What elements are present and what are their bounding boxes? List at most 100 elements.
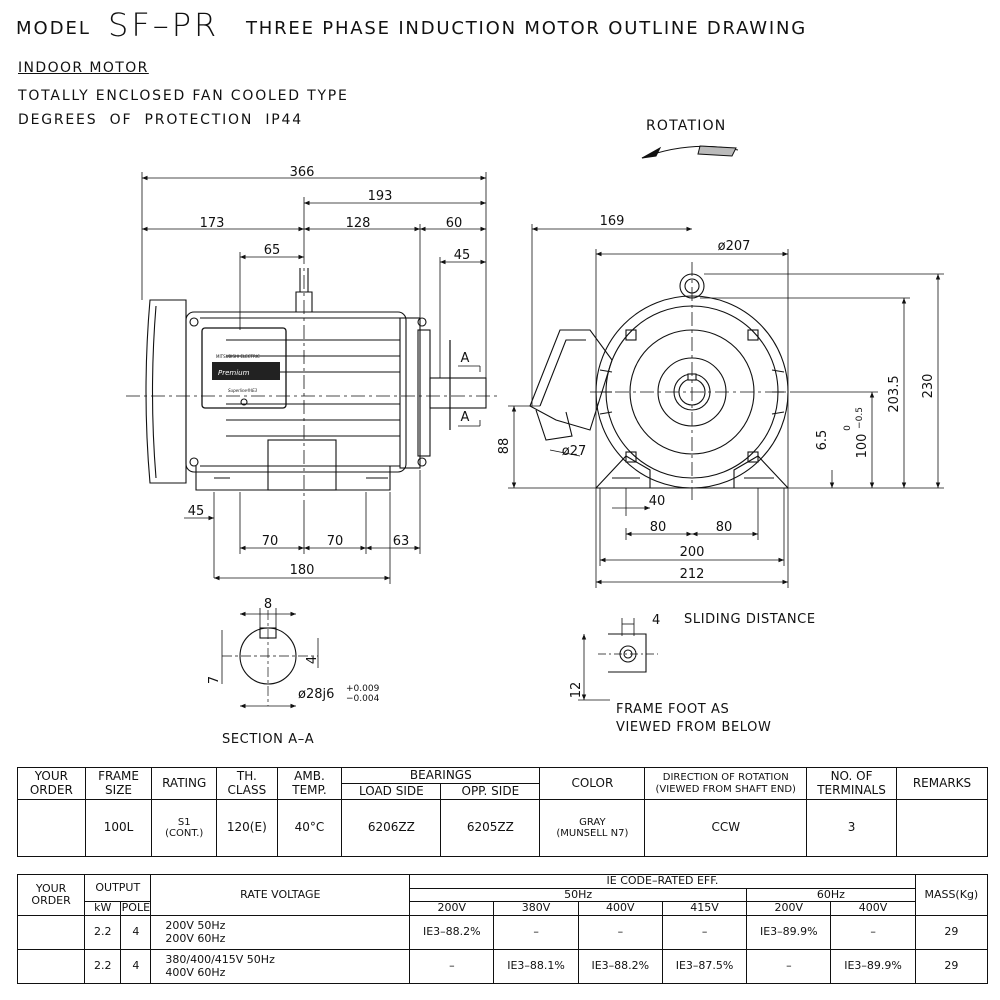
dim-100-tol-lower: −0.5 [855, 407, 865, 429]
dim-230: 230 [921, 374, 936, 399]
rate-hdr-output: OUTPUT [84, 873, 152, 903]
hdr-direction: DIRECTION OF ROTATION(VIEWED FROM SHAFT … [644, 767, 808, 800]
dim-70a: 70 [262, 534, 279, 549]
rate-hdr-voltage: RATE VOLTAGE [150, 873, 411, 917]
dim-65: 65 [264, 243, 281, 258]
dim-180: 180 [290, 563, 315, 578]
hdr-rating: RATING [151, 767, 218, 800]
dim-200: 200 [680, 545, 705, 560]
slide-12: 12 [569, 682, 584, 699]
hdr-color: COLOR [539, 767, 646, 800]
cell-amb-temp: 40°C [276, 799, 343, 857]
side-view [126, 250, 500, 500]
rate-hdr-ie-code: IE CODE–RATED EFF. [409, 874, 916, 889]
dim-40: 40 [649, 494, 666, 509]
rate-hdr-50-200v: 200V [409, 901, 495, 917]
drawing-title: THREE PHASE INDUCTION MOTOR OUTLINE DRAW… [246, 18, 807, 39]
dim-6-5: 6.5 [815, 430, 830, 451]
hdr-bearings: BEARINGS [341, 767, 541, 784]
rate-row-2-order [16, 949, 86, 984]
dim-207: ø207 [718, 239, 751, 254]
rate-hdr-60hz: 60Hz [746, 887, 916, 903]
dim-80b: 80 [716, 520, 733, 535]
section-mark-bottom: A [461, 410, 470, 425]
rate-row-2-eff50-200: – [409, 949, 495, 984]
slide-4: 4 [652, 613, 660, 628]
section-label: SECTION A–A [222, 732, 315, 747]
cell-your-order [17, 799, 86, 857]
rate-hdr-50hz: 50Hz [409, 887, 748, 903]
dim-27: ø27 [562, 444, 587, 459]
rate-hdr-50-380v: 380V [493, 901, 579, 917]
dim-212: 212 [680, 567, 705, 582]
cell-opp-side: 6205ZZ [440, 799, 541, 857]
dim-88: 88 [497, 438, 512, 455]
cell-th-class: 120(E) [216, 799, 278, 857]
cell-rating: S1(CONT.) [151, 799, 218, 857]
rate-row-1-order [16, 915, 86, 951]
dim-193: 193 [368, 189, 393, 204]
dim-100-tol-upper: 0 [843, 425, 853, 431]
indoor-label: INDOOR MOTOR [18, 60, 149, 76]
dim-70b: 70 [327, 534, 344, 549]
dim-128: 128 [346, 216, 371, 231]
side-dimensions [141, 172, 487, 584]
hdr-th-class: TH.CLASS [216, 767, 278, 800]
rate-row-1-eff50-415: – [661, 915, 748, 951]
rate-hdr-kw: kW [84, 901, 122, 917]
model-name: SF–PR [108, 6, 220, 44]
rate-hdr-50-400v: 400V [577, 901, 663, 917]
dim-203-5: 203.5 [887, 375, 902, 412]
rate-row-2-eff50-415: IE3–87.5% [661, 949, 748, 984]
rate-hdr-pole: POLE [120, 901, 152, 917]
rate-row-2-mass: 29 [914, 949, 989, 984]
key-depth-7: 7 [207, 676, 222, 684]
sliding-label: SLIDING DISTANCE [684, 612, 816, 627]
rate-hdr-60-400v: 400V [830, 901, 916, 917]
dim-100: 100 [855, 434, 870, 459]
sliding-detail [578, 618, 658, 701]
dim-45-foot: 45 [188, 504, 205, 519]
rate-row-2-eff60-400: IE3–89.9% [830, 949, 916, 984]
rate-hdr-50-415v: 415V [661, 901, 748, 917]
rate-row-1-eff60-200: IE3–89.9% [746, 915, 832, 951]
dim-80a: 80 [650, 520, 667, 535]
nameplate-tagline: Superline®IE3 [228, 388, 258, 393]
cell-color: GRAY(MUNSELL N7) [539, 799, 646, 857]
rate-row-1-eff50-380: – [493, 915, 579, 951]
rate-row-2-eff60-200: – [746, 949, 832, 984]
shaft-tol-upper: +0.009 [346, 684, 380, 694]
protection-degree: DEGREES OF PROTECTION IP44 [18, 112, 303, 128]
hdr-remarks: REMARKS [896, 767, 988, 800]
dim-366: 366 [290, 165, 315, 180]
hdr-amb-temp: AMB.TEMP. [276, 767, 343, 800]
rate-row-1-eff60-400: – [830, 915, 916, 951]
cell-remarks [896, 799, 988, 857]
cell-frame-size: 100L [84, 799, 153, 857]
front-dimensions [508, 224, 944, 588]
key-width: 8 [264, 597, 272, 612]
rotation-arrow-icon [641, 145, 739, 159]
dim-63: 63 [393, 534, 410, 549]
nameplate-series: Premium [218, 369, 250, 377]
rate-hdr-60-200v: 200V [746, 901, 832, 917]
cell-terminals: 3 [806, 799, 897, 857]
cell-direction: CCW [644, 799, 808, 857]
rate-row-2-pole: 4 [120, 949, 152, 984]
hdr-opp-side: OPP. SIDE [440, 783, 541, 800]
frame-foot-label-2: VIEWED FROM BELOW [616, 720, 772, 735]
rate-row-1-pole: 4 [120, 915, 152, 951]
nameplate-brand: MITSUBISHI ELECTRIC [216, 354, 260, 359]
model-label: MODEL [16, 18, 91, 39]
shaft-tol-lower: −0.004 [346, 694, 380, 704]
dim-60: 60 [446, 216, 463, 231]
shaft-diameter: ø28j6 [298, 687, 334, 702]
rotation-label: ROTATION [646, 118, 727, 134]
rate-row-1-kw: 2.2 [84, 915, 122, 951]
